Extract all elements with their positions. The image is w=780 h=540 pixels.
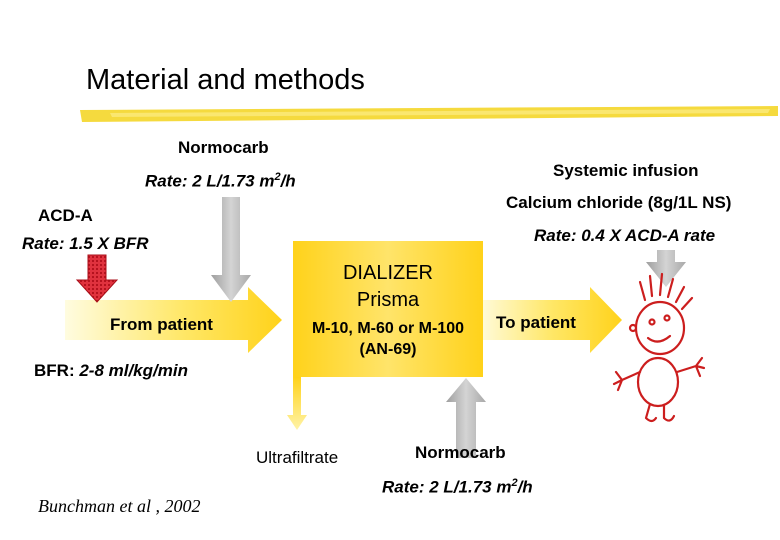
patient-figure: [612, 272, 706, 423]
ultrafiltrate-arrow: [287, 377, 307, 430]
from-patient-label: From patient: [110, 315, 213, 334]
to-patient-arrow: [483, 287, 622, 353]
title-underline: [80, 106, 778, 122]
bfr-prefix: BFR:: [34, 361, 80, 380]
bottom-normocarb-rate-sup: 2: [511, 477, 518, 489]
acd-a-arrow: [75, 254, 119, 303]
top-normocarb-arrow: [211, 197, 251, 302]
to-patient-label: To patient: [496, 313, 576, 332]
bottom-normocarb-rate: Rate: 2 L/1.73 m2/h: [382, 477, 533, 498]
systemic-infusion-agent: Calcium chloride (8g/1L NS): [506, 193, 732, 212]
citation: Bunchman et al , 2002: [38, 496, 201, 516]
top-normocarb-rate-suffix: /h: [280, 171, 296, 191]
bfr-label: BFR: 2-8 ml/kg/min: [34, 361, 188, 381]
bottom-normocarb-rate-prefix: Rate: 2 L/1.73 m: [382, 477, 512, 497]
top-normocarb-name: Normocarb: [178, 138, 269, 157]
from-patient-arrow: [65, 287, 282, 353]
acd-a-name: ACD-A: [38, 206, 93, 225]
dialyzer-models-line1: M-10, M-60 or M-100: [311, 320, 465, 337]
systemic-infusion-rate: Rate: 0.4 X ACD-A rate: [534, 226, 716, 245]
dialyzer-title-line2: Prisma: [356, 289, 420, 311]
ultrafiltrate-label: Ultrafiltrate: [256, 448, 339, 467]
acd-a-rate: Rate: 1.5 X BFR: [22, 234, 149, 253]
dialyzer-box: [293, 241, 483, 377]
dialyzer-models-line2: (AN-69): [359, 341, 417, 358]
dialyzer-title-line1: DIALIZER: [342, 262, 434, 284]
top-normocarb-rate-prefix: Rate: 2 L/1.73 m: [145, 171, 275, 191]
bottom-normocarb-rate-suffix: /h: [517, 477, 533, 497]
systemic-infusion-title: Systemic infusion: [553, 161, 699, 180]
top-normocarb-rate: Rate: 2 L/1.73 m2/h: [145, 171, 296, 192]
top-normocarb-rate-sup: 2: [274, 171, 281, 183]
systemic-infusion-arrow: [646, 250, 686, 287]
bottom-normocarb-name: Normocarb: [415, 443, 506, 462]
bfr-value: 2-8 ml/kg/min: [79, 361, 188, 380]
page-title: Material and methods: [86, 64, 365, 96]
bottom-normocarb-arrow: [446, 378, 486, 458]
